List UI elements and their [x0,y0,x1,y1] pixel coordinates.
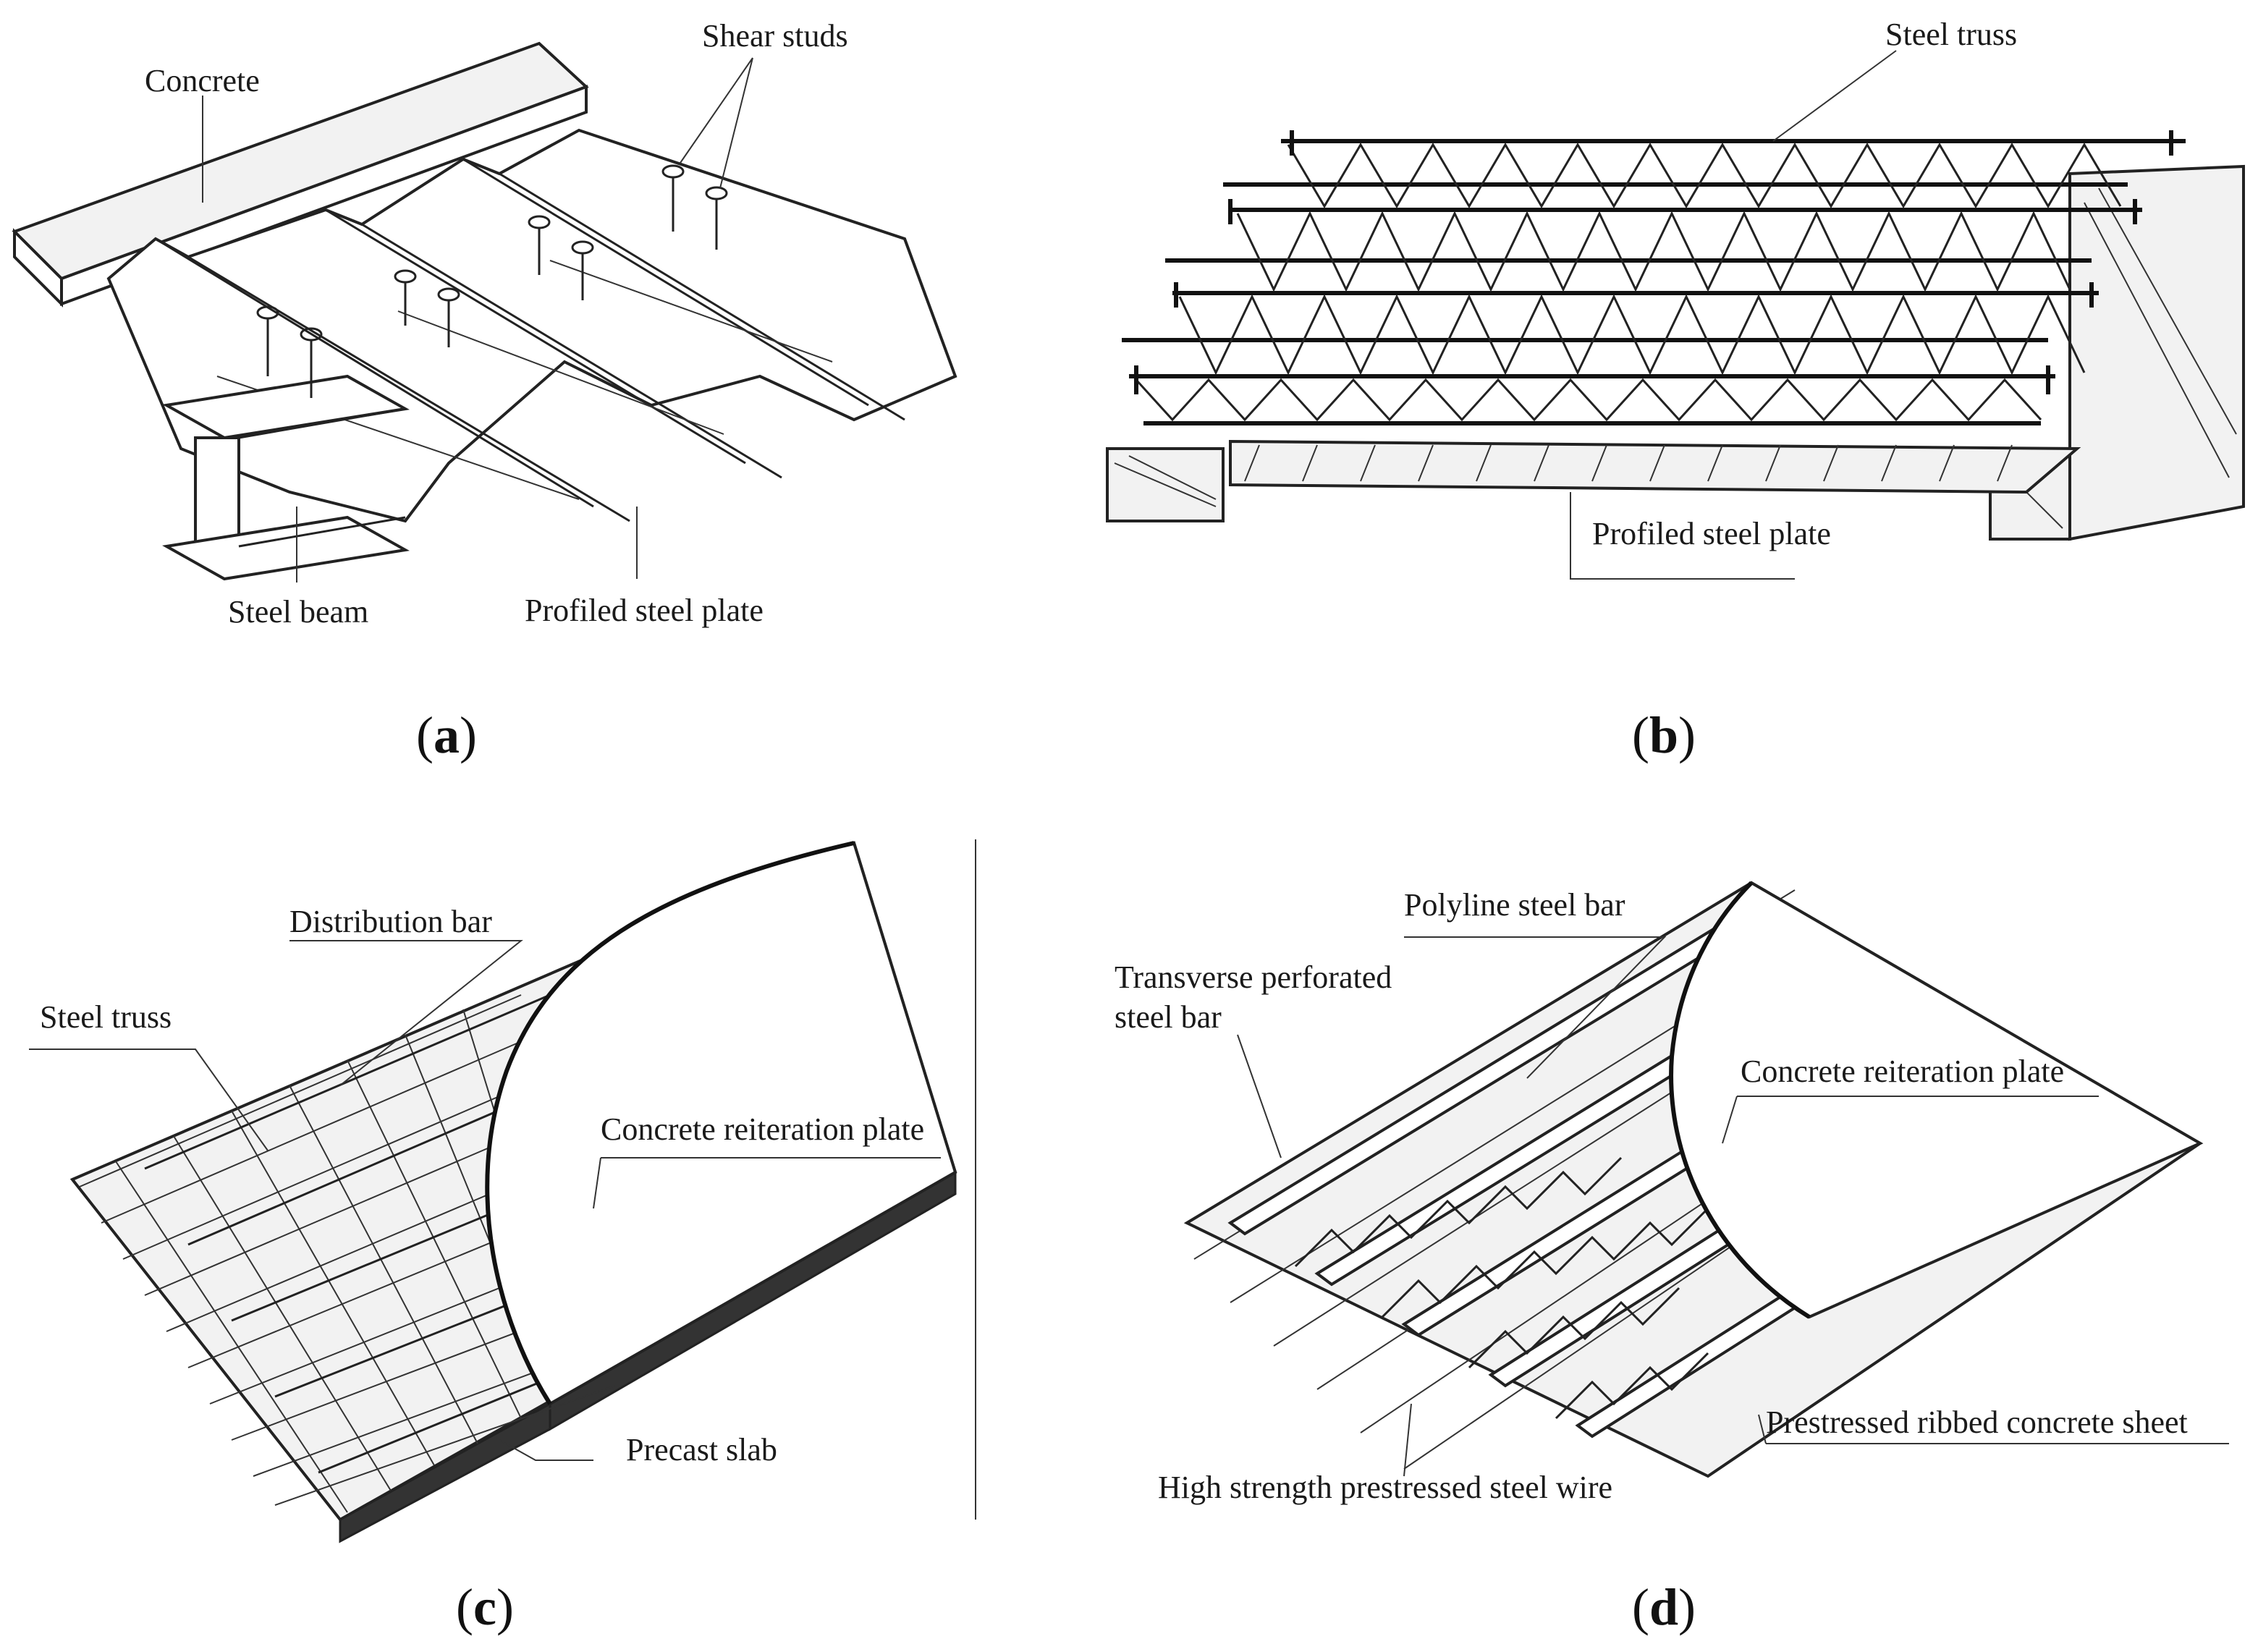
panel-c-drawing [29,839,976,1543]
label-shear-studs: Shear studs [702,18,848,54]
label-steel-truss: Steel truss [1885,17,2017,52]
panel-a: Concrete Shear studs Steel beam Profiled… [12,18,957,764]
panel-b-drawing [1106,50,2245,580]
caption-b: (b) [1632,706,1696,764]
panel-d-drawing [1183,881,2229,1478]
panel-c: Distribution bar Steel truss Concrete re… [29,839,976,1636]
label-profiled-steel-plate: Profiled steel plate [525,593,764,628]
label-steel-truss: Steel truss [40,999,172,1035]
label-profiled-steel-plate: Profiled steel plate [1592,516,1831,551]
label-transverse-perforated: Transverse perforated [1115,960,1392,995]
caption-a: (a) [416,706,477,764]
caption-c: (c) [456,1578,514,1636]
caption-b-letter: b [1649,706,1678,764]
label-precast-slab: Precast slab [626,1432,777,1467]
caption-a-letter: a [434,706,460,764]
label-concrete-reiteration-plate: Concrete reiteration plate [1741,1054,2064,1089]
caption-c-letter: c [473,1578,496,1636]
label-high-strength-wire: High strength prestressed steel wire [1158,1470,1612,1505]
label-concrete: Concrete [145,63,260,98]
caption-d-letter: d [1649,1578,1678,1636]
panel-d: Polyline steel bar Transverse perforated… [1115,881,2229,1636]
label-transverse-steel-bar: steel bar [1115,999,1222,1035]
panel-b: Steel truss Profiled steel plate (b) [1106,17,2245,764]
label-distribution-bar: Distribution bar [289,904,492,939]
label-prestressed-ribbed-sheet: Prestressed ribbed concrete sheet [1766,1405,2188,1440]
caption-d: (d) [1632,1578,1696,1636]
label-polyline-steel-bar: Polyline steel bar [1404,887,1625,923]
panel-a-drawing [12,41,957,583]
label-concrete-reiteration-plate: Concrete reiteration plate [601,1111,924,1147]
label-steel-beam: Steel beam [228,594,368,630]
